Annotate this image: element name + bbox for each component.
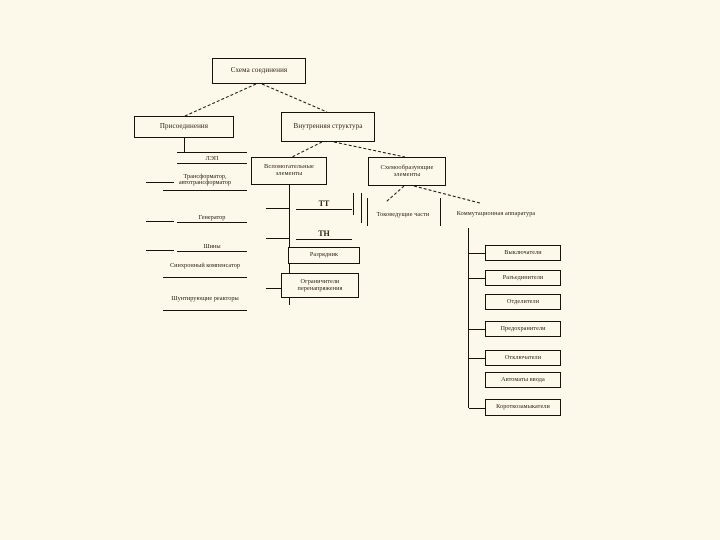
node-conductive-parts[interactable]: Токоведущие части bbox=[370, 202, 436, 228]
node-short-circuiters-label: Короткозамыкатели bbox=[496, 403, 550, 411]
tick-tt bbox=[266, 208, 290, 209]
list-item-generator-label: Генератор bbox=[198, 213, 226, 221]
node-switching-equipment[interactable]: Коммутационная аппаратура bbox=[454, 200, 538, 228]
tick-switches-off bbox=[469, 358, 485, 359]
list-item-transformer[interactable]: Трансформатор, автотрансформатор bbox=[163, 171, 247, 191]
node-disconnectors-label: Разъединители bbox=[502, 273, 544, 281]
list-item-shunt-reactors[interactable]: Шунтирующие реакторы bbox=[163, 289, 247, 311]
list-item-transformer-label: Трансформатор, автотрансформатор bbox=[178, 172, 232, 187]
tick-buses bbox=[146, 250, 174, 251]
node-internal-structure-label: Внутренняя структура bbox=[293, 122, 363, 131]
list-item-generator[interactable]: Генератор bbox=[177, 211, 247, 223]
spine-switchgear bbox=[468, 228, 469, 408]
node-connections[interactable]: Присоединения bbox=[134, 116, 234, 138]
list-item-lep[interactable]: ЛЭП bbox=[177, 152, 247, 164]
node-input-automats[interactable]: Автоматы ввода bbox=[485, 372, 561, 388]
spine-conductive-left bbox=[367, 198, 368, 226]
node-surge-limiters-label: Ограничители перенапряжения bbox=[297, 278, 343, 292]
tick-generator bbox=[146, 221, 174, 222]
tick-fuses bbox=[469, 329, 485, 330]
list-item-shunt-reactors-label: Шунтирующие реакторы bbox=[171, 294, 239, 302]
edge-scheme-to-switchgear bbox=[413, 185, 481, 204]
edge-structure-to-scheme bbox=[333, 141, 406, 158]
spine-conductive-right bbox=[440, 198, 441, 226]
node-auxiliary-elements-label: Вспомогательные элементы bbox=[264, 163, 314, 177]
node-short-circuiters[interactable]: Короткозамыкатели bbox=[485, 399, 561, 416]
node-fuses[interactable]: Предохранители bbox=[485, 321, 561, 337]
node-input-automats-label: Автоматы ввода bbox=[501, 375, 545, 383]
list-item-tn[interactable]: ТН bbox=[296, 228, 352, 240]
node-scheme-forming-elements-label: Схемообразующие элементы bbox=[380, 163, 434, 178]
node-disconnectors[interactable]: Разъединители bbox=[485, 270, 561, 286]
edge-root-to-connections bbox=[184, 83, 257, 117]
node-connections-label: Присоединения bbox=[159, 122, 209, 131]
node-internal-structure[interactable]: Внутренняя структура bbox=[281, 112, 375, 142]
node-separators-label: Отделители bbox=[506, 297, 540, 305]
list-item-tt-label: ТТ bbox=[318, 199, 330, 209]
spine-aux-right-b bbox=[361, 193, 362, 223]
spine-aux-right-a bbox=[353, 193, 354, 215]
tick-disconnectors bbox=[469, 278, 485, 279]
node-switching-equipment-label: Коммутационная аппаратура bbox=[456, 209, 536, 217]
node-fuses-label: Предохранители bbox=[500, 324, 546, 332]
tick-surge-limiters bbox=[266, 288, 290, 289]
list-item-sync-compensator-label: Синхронный компенсатор bbox=[169, 261, 241, 269]
node-surge-limiters[interactable]: Ограничители перенапряжения bbox=[281, 273, 359, 298]
spine-connections bbox=[184, 138, 185, 152]
list-item-buses-label: Шины bbox=[203, 242, 221, 250]
node-circuit-breakers[interactable]: Выключатели bbox=[485, 245, 561, 261]
node-auxiliary-elements[interactable]: Вспомогательные элементы bbox=[251, 157, 327, 185]
node-circuit-breakers-label: Выключатели bbox=[504, 248, 542, 256]
node-scheme-forming-elements[interactable]: Схемообразующие элементы bbox=[368, 157, 446, 186]
list-item-buses[interactable]: Шины bbox=[177, 240, 247, 252]
node-root[interactable]: Схема соединения bbox=[212, 58, 306, 84]
node-switches-off-label: Отключатели bbox=[504, 353, 542, 361]
node-arrester-label: Разрядник bbox=[309, 251, 339, 259]
edge-structure-to-aux bbox=[289, 141, 323, 159]
list-item-tt[interactable]: ТТ bbox=[296, 198, 352, 210]
spine-auxiliary bbox=[289, 185, 290, 305]
node-root-label: Схема соединения bbox=[230, 66, 288, 75]
list-item-tn-label: ТН bbox=[318, 229, 330, 239]
list-item-sync-compensator[interactable]: Синхронный компенсатор bbox=[163, 256, 247, 278]
node-separators[interactable]: Отделители bbox=[485, 294, 561, 310]
node-arrester[interactable]: Разрядник bbox=[288, 247, 360, 264]
node-switches-off[interactable]: Отключатели bbox=[485, 350, 561, 366]
tick-transformer bbox=[146, 182, 174, 183]
edge-scheme-to-conductive bbox=[385, 185, 405, 203]
list-item-lep-label: ЛЭП bbox=[205, 154, 219, 162]
node-conductive-parts-label: Токоведущие части bbox=[376, 210, 430, 218]
tick-short-circuiters bbox=[469, 408, 485, 409]
edge-root-to-structure bbox=[261, 83, 328, 113]
tick-breakers bbox=[469, 253, 485, 254]
tick-tn bbox=[266, 238, 290, 239]
